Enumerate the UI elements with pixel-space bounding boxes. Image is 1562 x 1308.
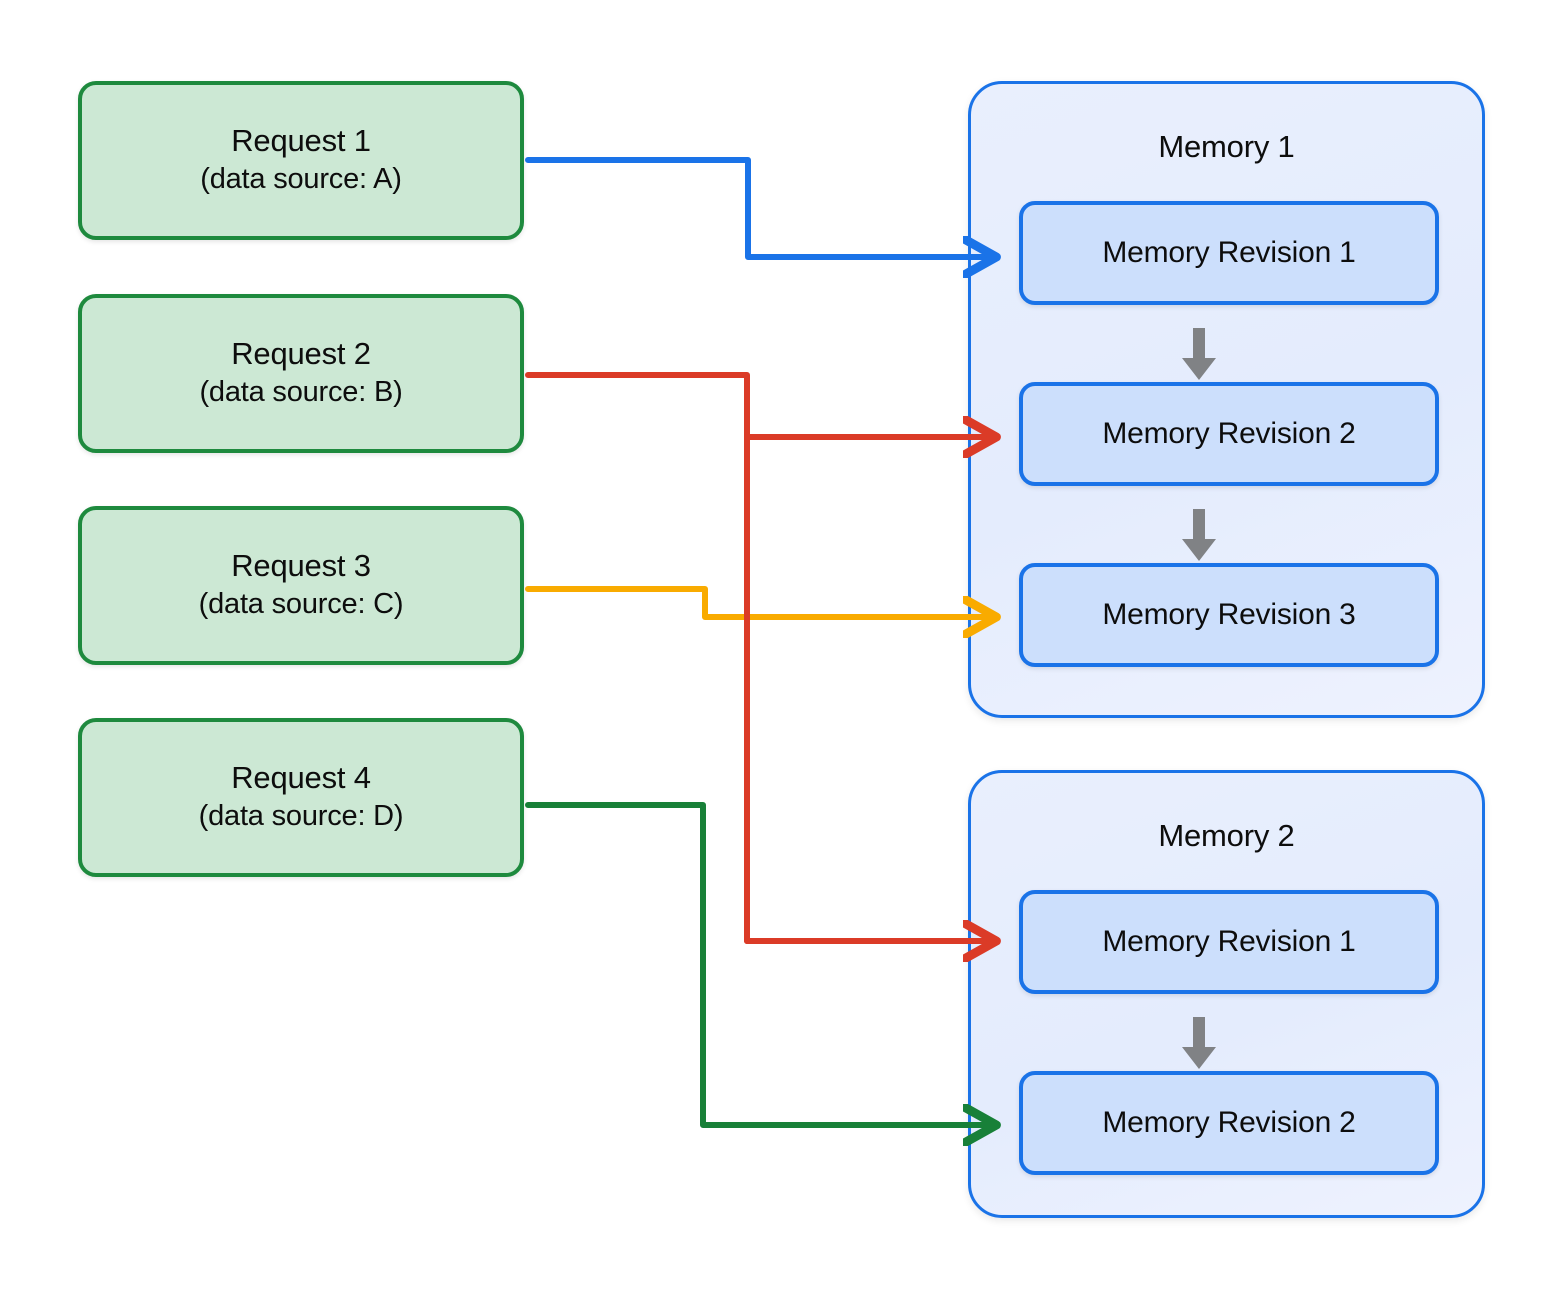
revision-flow-arrow-icon bbox=[1182, 509, 1216, 561]
request-title: Request 4 bbox=[231, 760, 371, 796]
request-box-4[interactable]: Request 4 (data source: D) bbox=[78, 718, 524, 877]
revision-flow-arrow-icon bbox=[1182, 1017, 1216, 1069]
request-title: Request 2 bbox=[231, 336, 371, 372]
memory-title: Memory 2 bbox=[1158, 818, 1295, 853]
wire-request4-to-memory2-revision2 bbox=[525, 802, 988, 1125]
memory-1-revision-box-1[interactable]: Memory Revision 1 bbox=[1019, 201, 1439, 305]
memory-container-1[interactable]: Memory 1 Memory Revision 1 Memory Revisi… bbox=[968, 81, 1485, 718]
revision-flow-arrow-icon bbox=[1182, 328, 1216, 380]
request-subtitle: (data source: A) bbox=[200, 163, 402, 196]
memory-title: Memory 1 bbox=[1158, 129, 1295, 164]
request-title: Request 3 bbox=[231, 548, 371, 584]
wire-request1-to-memory1-revision1 bbox=[525, 157, 988, 257]
revision-label: Memory Revision 2 bbox=[1102, 417, 1356, 450]
memory-1-revision-box-3[interactable]: Memory Revision 3 bbox=[1019, 563, 1439, 667]
revision-label: Memory Revision 1 bbox=[1102, 925, 1356, 958]
wire-request2-trunk bbox=[525, 372, 750, 944]
request-subtitle: (data source: C) bbox=[198, 588, 404, 621]
revision-label: Memory Revision 2 bbox=[1102, 1106, 1356, 1139]
revision-label: Memory Revision 1 bbox=[1102, 236, 1356, 269]
memory-2-revision-box-1[interactable]: Memory Revision 1 bbox=[1019, 890, 1439, 994]
memory-2-revision-box-2[interactable]: Memory Revision 2 bbox=[1019, 1071, 1439, 1175]
request-box-3[interactable]: Request 3 (data source: C) bbox=[78, 506, 524, 665]
request-subtitle: (data source: B) bbox=[199, 376, 403, 409]
memory-1-revision-box-2[interactable]: Memory Revision 2 bbox=[1019, 382, 1439, 486]
request-title: Request 1 bbox=[231, 123, 371, 159]
request-box-2[interactable]: Request 2 (data source: B) bbox=[78, 294, 524, 453]
wire-request3-to-memory1-revision3 bbox=[525, 586, 988, 617]
request-box-1[interactable]: Request 1 (data source: A) bbox=[78, 81, 524, 240]
revision-label: Memory Revision 3 bbox=[1102, 598, 1356, 631]
memory-container-2[interactable]: Memory 2 Memory Revision 1 Memory Revisi… bbox=[968, 770, 1485, 1218]
request-subtitle: (data source: D) bbox=[198, 800, 404, 833]
